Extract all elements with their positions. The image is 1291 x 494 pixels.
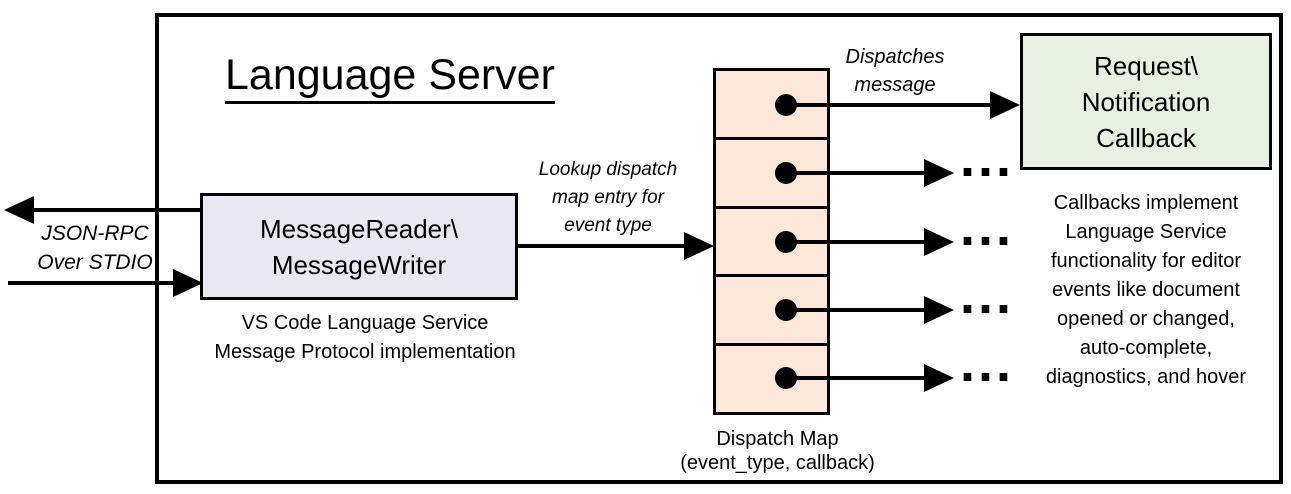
- request-notification-callback-label: Request\ Notification Callback: [1081, 50, 1211, 153]
- message-reader-caption: VS Code Language Service Message Protoco…: [214, 312, 516, 363]
- dispatch-map-box: [713, 68, 830, 415]
- dispatches-message-label: Dispatches message: [845, 46, 945, 96]
- language-server-container-box: [155, 13, 1283, 484]
- lookup-dispatch-label: Lookup dispatch map entry for event type: [538, 159, 678, 236]
- diagram-title: Language Server: [225, 50, 555, 104]
- ellipsis-more-callbacks: ...: [960, 333, 1015, 393]
- request-notification-callback-box: Request\ Notification Callback: [1020, 33, 1272, 170]
- ellipsis-more-callbacks: ...: [960, 265, 1015, 325]
- dispatch-map-cell: [716, 205, 827, 275]
- ellipsis-more-callbacks: ...: [960, 128, 1015, 188]
- dispatch-map-cell: [716, 136, 827, 206]
- callbacks-note: Callbacks implement Language Service fun…: [1045, 192, 1247, 388]
- message-reader-writer-label: MessageReader\ MessageWriter: [260, 213, 458, 280]
- dispatch-map-cell: [716, 343, 827, 412]
- ellipsis-more-callbacks: ...: [960, 197, 1015, 257]
- json-rpc-stdio-label: JSON-RPC Over STDIO: [37, 222, 153, 274]
- dispatch-map-cell: [716, 274, 827, 343]
- message-reader-writer-box: MessageReader\ MessageWriter: [200, 193, 518, 300]
- dispatch-map-cell: [716, 71, 827, 137]
- dispatch-map-caption: Dispatch Map (event_type, callback): [680, 428, 875, 474]
- diagram-title-text: Language Server: [225, 51, 555, 104]
